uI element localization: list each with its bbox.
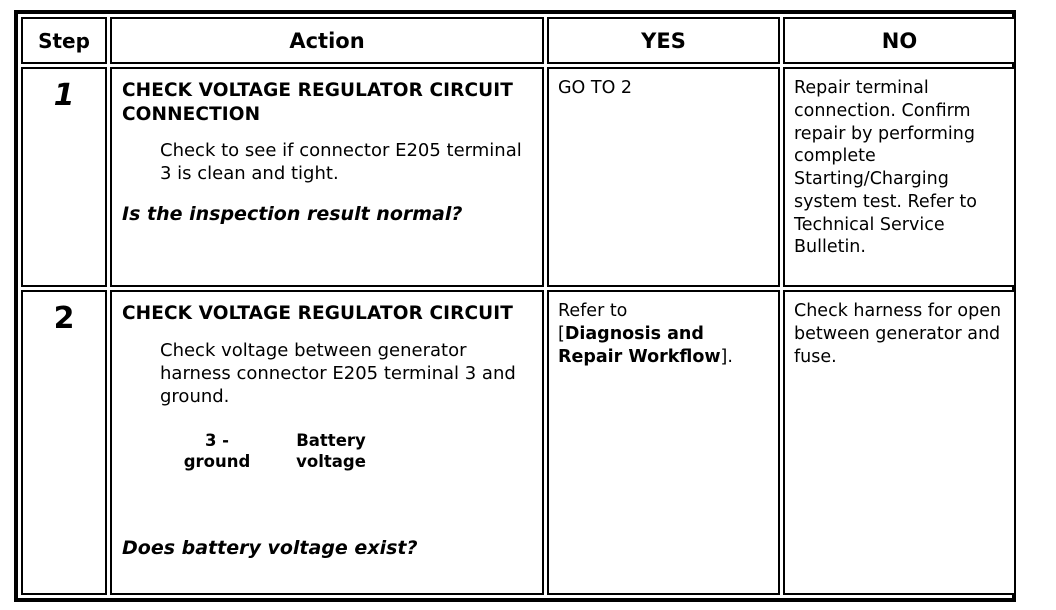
- spec-block-2: 3 - ground Battery voltage: [174, 430, 532, 473]
- action-cell-1: CHECK VOLTAGE REGULATOR CIRCUIT CONNECTI…: [110, 67, 544, 288]
- yes-bracket-open-2: [: [558, 323, 565, 344]
- yes-cell-2: Refer to [Diagnosis and Repair Workflow]…: [547, 290, 780, 595]
- spec-value-2: Battery voltage: [296, 430, 366, 472]
- table-row: 2 CHECK VOLTAGE REGULATOR CIRCUIT Check …: [21, 290, 1016, 595]
- yes-prefix-2: Refer to: [558, 301, 628, 322]
- yes-cell-1: GO TO 2: [547, 67, 780, 288]
- column-header-yes: YES: [547, 17, 780, 64]
- no-cell-1: Repair terminal connection. Confirm repa…: [783, 67, 1016, 288]
- action-body-2: Check voltage between generator harness …: [160, 339, 516, 407]
- spacer: [122, 473, 532, 519]
- action-question-1: Is the inspection result normal?: [122, 203, 463, 226]
- table-row: 1 CHECK VOLTAGE REGULATOR CIRCUIT CONNEC…: [21, 67, 1016, 288]
- yes-bracket-close-2: ].: [720, 346, 733, 367]
- diagnostic-table-frame: Step Action YES NO 1 CHECK VOLTAGE REGUL…: [14, 10, 1016, 602]
- diagnostic-procedure-table: Step Action YES NO 1 CHECK VOLTAGE REGUL…: [18, 14, 1019, 598]
- action-title-1: CHECK VOLTAGE REGULATOR CIRCUIT CONNECTI…: [122, 80, 513, 125]
- column-header-step: Step: [21, 17, 107, 64]
- no-text-2: Check harness for open between generator…: [794, 301, 1002, 367]
- step-number-cell-2: 2: [21, 290, 107, 595]
- action-title-2: CHECK VOLTAGE REGULATOR CIRCUIT: [122, 303, 513, 325]
- step-number-2: 2: [53, 301, 75, 337]
- spec-terminals-2: 3 - ground: [183, 430, 251, 472]
- yes-reference-2: Diagnosis and Repair Workflow: [558, 323, 721, 367]
- column-header-no: NO: [783, 17, 1016, 64]
- column-header-action: Action: [110, 17, 544, 64]
- step-number-cell-1: 1: [21, 67, 107, 288]
- yes-reference-line-2: [Diagnosis and Repair Workflow].: [558, 323, 769, 369]
- no-cell-2: Check harness for open between generator…: [783, 290, 1016, 595]
- action-question-2: Does battery voltage exist?: [122, 536, 418, 559]
- no-text-1: Repair terminal connection. Confirm repa…: [794, 78, 977, 258]
- table-header-row: Step Action YES NO: [21, 17, 1016, 64]
- yes-text-1: GO TO 2: [558, 78, 633, 98]
- step-number-1: 1: [53, 78, 75, 113]
- action-body-1: Check to see if connector E205 terminal …: [160, 140, 522, 185]
- action-cell-2: CHECK VOLTAGE REGULATOR CIRCUIT Check vo…: [110, 290, 544, 595]
